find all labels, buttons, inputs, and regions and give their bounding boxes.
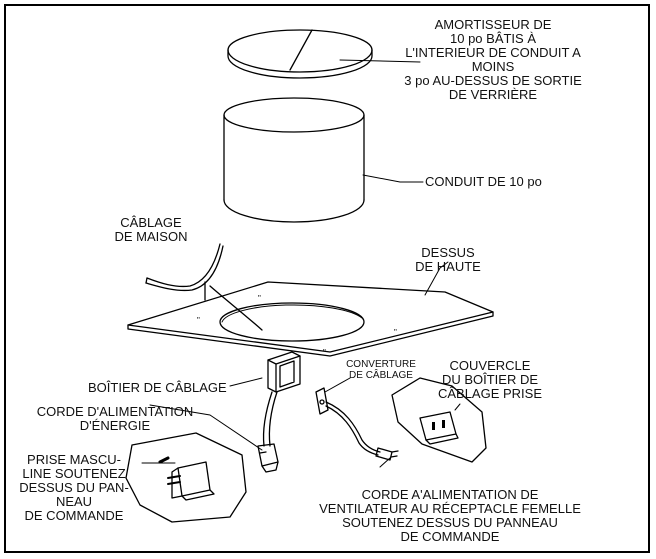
- receptacle-panel: [391, 377, 487, 463]
- svg-text:": ": [258, 294, 261, 303]
- power-cord: [257, 391, 279, 473]
- wiring-cover: [315, 387, 329, 415]
- wiring-box-label: BOÎTIER DE CÂBLAGE: [88, 380, 227, 395]
- house-wiring-label: CÂBLAGE DE MAISON: [114, 215, 188, 244]
- duct-cylinder: [223, 97, 365, 223]
- male-plug-panel: [125, 432, 247, 523]
- fan-cord: [325, 401, 399, 461]
- power-cord-label: CORDE D'ALIMENTATION D'ÉNERGIE: [36, 404, 194, 433]
- house-wiring-cable: [145, 243, 224, 292]
- svg-text:": ": [323, 348, 326, 357]
- top-plate-label: DESSUS DE HAUTE: [415, 245, 481, 274]
- top-plate: " " " ": [127, 281, 494, 357]
- duct-label: CONDUIT DE 10 po: [425, 174, 542, 189]
- damper-disc: [227, 29, 373, 79]
- fan-cord-label: CORDE A'ALIMENTATION DE VENTILATEUR AU R…: [319, 487, 581, 544]
- leader-lines: [141, 59, 461, 468]
- wiring-cover-label: CONVERTURE DE CÂBLAGE: [346, 359, 416, 381]
- svg-text:": ": [197, 316, 200, 325]
- wiring-box: [267, 351, 301, 393]
- damper-label: AMORTISSEUR DE 10 po BÂTIS À L'INTERIEUR…: [404, 17, 582, 102]
- box-cover-label: COUVERCLE DU BOÎTIER DE CÂBLAGE PRISE: [437, 358, 543, 401]
- diagram-frame: [4, 4, 650, 553]
- svg-text:": ": [394, 328, 397, 337]
- male-plug-label: PRISE MASCU- LINE SOUTENEZ DESSUS DU PAN…: [19, 452, 129, 523]
